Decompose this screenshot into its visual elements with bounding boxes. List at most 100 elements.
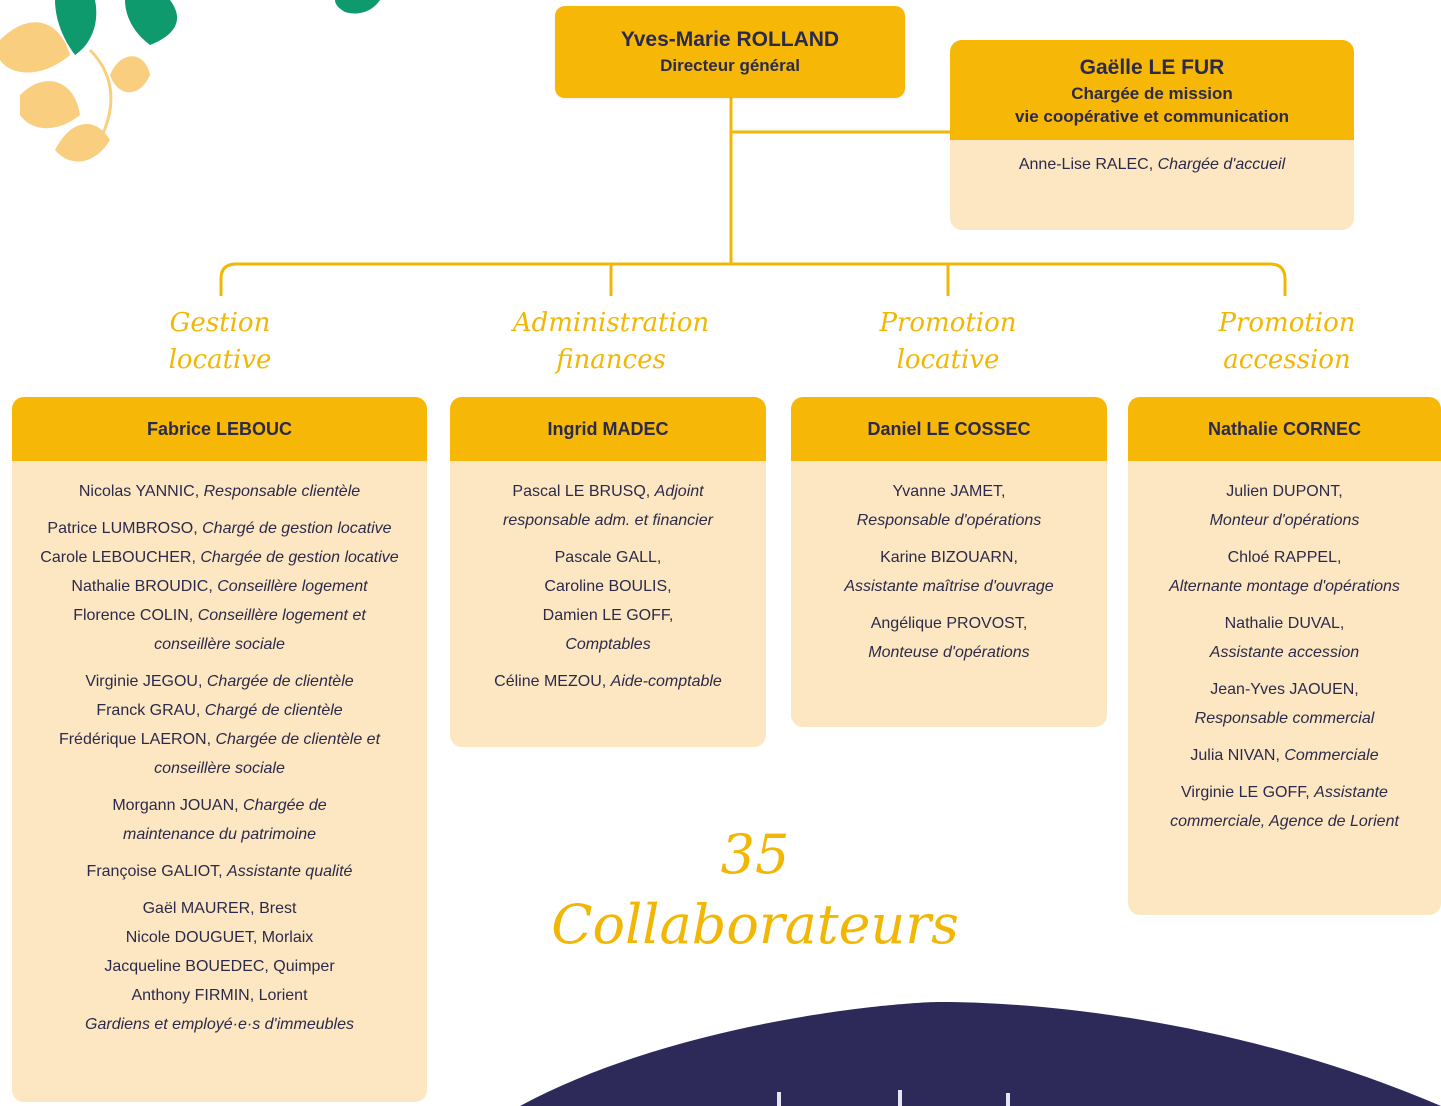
staff-line: Yvanne JAMET, [791, 477, 1107, 506]
decor-mark [1006, 1093, 1010, 1106]
decor-mark [898, 1090, 902, 1106]
staff-group: Pascale GALL, Caroline BOULIS, Damien LE G… [450, 543, 766, 659]
staff-name: Nicolas YANNIC, [78, 483, 204, 500]
staff-role: Responsable clientèle [203, 483, 361, 500]
dark-circle-decoration [520, 1002, 1441, 1106]
staff-name: Nathalie DUVAL, [1224, 615, 1345, 632]
staff-line: Anthony FIRMIN, Lorient [12, 981, 427, 1010]
staff-group: Chloé RAPPEL,Alternante montage d'opérat… [1128, 543, 1441, 601]
org-connectors [219, 97, 1287, 296]
staff-name: Céline MEZOU, [494, 673, 611, 690]
staff-group: Françoise GALIOT, Assistante qualité [12, 857, 427, 886]
dept-title-line: finances [556, 345, 666, 375]
leaf-green-3 [335, 0, 380, 14]
staff-line: Frédérique LAERON, Chargée de clientèle … [12, 725, 427, 754]
staff-line: Nicole DOUGUET, Morlaix [12, 923, 427, 952]
mission-role-line: vie coopérative et communication [1015, 107, 1289, 126]
staff-line: Nathalie DUVAL, [1128, 609, 1441, 638]
staff-name: Franck GRAU, [96, 702, 205, 719]
dept-manager: Daniel LE COSSEC [791, 397, 1107, 461]
staff-name: Julia NIVAN, [1190, 747, 1285, 764]
leaf-light-3 [55, 123, 110, 162]
staff-role: Chargée d'accueil [1157, 156, 1286, 173]
staff-line: Monteuse d'opérations [791, 638, 1107, 667]
leaf-decoration [0, 0, 380, 162]
staff-name: Carole LEBOUCHER, [40, 549, 201, 566]
dept-card-gestion: Fabrice LEBOUC Nicolas YANNIC, Responsab… [12, 397, 427, 1102]
staff-name: Caroline BOULIS, [544, 578, 672, 595]
staff-name: Nathalie BROUDIC, [71, 578, 218, 595]
staff-name: Gaël MAURER, Brest [142, 900, 297, 917]
staff-line: Franck GRAU, Chargé de clientèle [12, 696, 427, 725]
staff-group: Julia NIVAN, Commerciale [1128, 741, 1441, 770]
staff-group: Nathalie DUVAL,Assistante accession [1128, 609, 1441, 667]
staff-line: commerciale, Agence de Lorient [1128, 807, 1441, 836]
connector-dept-4 [1269, 262, 1287, 296]
staff-line: Patrice LUMBROSO, Chargé de gestion loca… [12, 514, 427, 543]
staff-group: Patrice LUMBROSO, Chargé de gestion loca… [12, 514, 427, 659]
staff-line: Florence COLIN, Conseillère logement et [12, 601, 427, 630]
leaf-stem [88, 48, 113, 141]
staff-role: Commerciale [1284, 747, 1379, 764]
staff-line: Comptables [450, 630, 766, 659]
dept-title-line: accession [1223, 345, 1351, 375]
staff-group: Pascal LE BRUSQ, Adjoint responsable adm.… [450, 477, 766, 535]
dept-card-promotion-accession: Nathalie CORNEC Julien DUPONT,Monteur d'… [1128, 397, 1441, 915]
dept-title-line: Gestion [169, 308, 271, 338]
director-name: Yves-Marie ROLLAND [620, 28, 840, 51]
staff-line: Françoise GALIOT, Assistante qualité [12, 857, 427, 886]
staff-name: Karine BIZOUARN, [880, 549, 1018, 566]
dept-title-line: locative [896, 345, 1000, 375]
dept-title-promotion-locative: Promotion locative [848, 305, 1048, 379]
dept-manager: Fabrice LEBOUC [12, 397, 427, 461]
staff-group: Virginie LE GOFF, Assistante commerciale,… [1128, 778, 1441, 836]
staff-group: Céline MEZOU, Aide-comptable [450, 667, 766, 696]
staff-line: Carole LEBOUCHER, Chargée de gestion loc… [12, 543, 427, 572]
staff-role: conseillère sociale [154, 760, 285, 777]
staff-line: Monteur d'opérations [1128, 506, 1441, 535]
dept-staff-list: Pascal LE BRUSQ, Adjoint responsable adm.… [450, 461, 766, 696]
mission-role: Chargée de mission vie coopérative et co… [950, 82, 1354, 140]
dept-title-line: locative [168, 345, 272, 375]
staff-role: Chargée de clientèle [206, 673, 354, 690]
staff-name: Chloé RAPPEL, [1227, 549, 1342, 566]
staff-name: Florence COLIN, [73, 607, 198, 624]
staff-group: Jean-Yves JAOUEN,Responsable commercial [1128, 675, 1441, 733]
staff-line: Céline MEZOU, Aide-comptable [450, 667, 766, 696]
total-collaborators: 35 Collaborateurs [551, 823, 959, 956]
staff-name: Anthony FIRMIN, Lorient [131, 987, 308, 1004]
staff-line: Jacqueline BOUEDEC, Quimper [12, 952, 427, 981]
staff-role: responsable adm. et financier [503, 512, 713, 529]
staff-group: Yvanne JAMET, Responsable d'opérations [791, 477, 1107, 535]
dark-circle-shape [520, 1002, 1441, 1106]
leaf-green-1 [55, 0, 97, 55]
staff-role: Chargé de gestion locative [202, 520, 392, 537]
mission-header: Gaëlle LE FUR Chargée de mission vie coo… [950, 40, 1354, 140]
staff-line: Virginie LE GOFF, Assistante [1128, 778, 1441, 807]
leaf-light-4 [110, 56, 150, 93]
staff-role: Chargée de gestion locative [200, 549, 399, 566]
dept-manager: Nathalie CORNEC [1128, 397, 1441, 461]
director-role: Directeur général [660, 56, 800, 75]
staff-role: Monteuse d'opérations [868, 644, 1030, 661]
staff-name: Virginie JEGOU, [85, 673, 207, 690]
staff-line: Assistante maîtrise d'ouvrage [791, 572, 1107, 601]
staff-name: Damien LE GOFF, [542, 607, 674, 624]
staff-name: Pascale GALL, [554, 549, 662, 566]
staff-role: Assistante maîtrise d'ouvrage [844, 578, 1054, 595]
staff-role: Chargé de clientèle [204, 702, 343, 719]
staff-role: Responsable d'opérations [856, 512, 1042, 529]
staff-group: Nicolas YANNIC, Responsable clientèle [12, 477, 427, 506]
staff-line: Pascal LE BRUSQ, Adjoint [450, 477, 766, 506]
dept-title-administration: Administration finances [486, 305, 736, 379]
dept-title-line: Promotion [879, 308, 1017, 338]
staff-role: Responsable commercial [1194, 710, 1375, 727]
staff-name: Frédérique LAERON, [58, 731, 216, 748]
staff-line: Damien LE GOFF, [450, 601, 766, 630]
staff-role: commerciale, Agence de Lorient [1170, 813, 1399, 830]
